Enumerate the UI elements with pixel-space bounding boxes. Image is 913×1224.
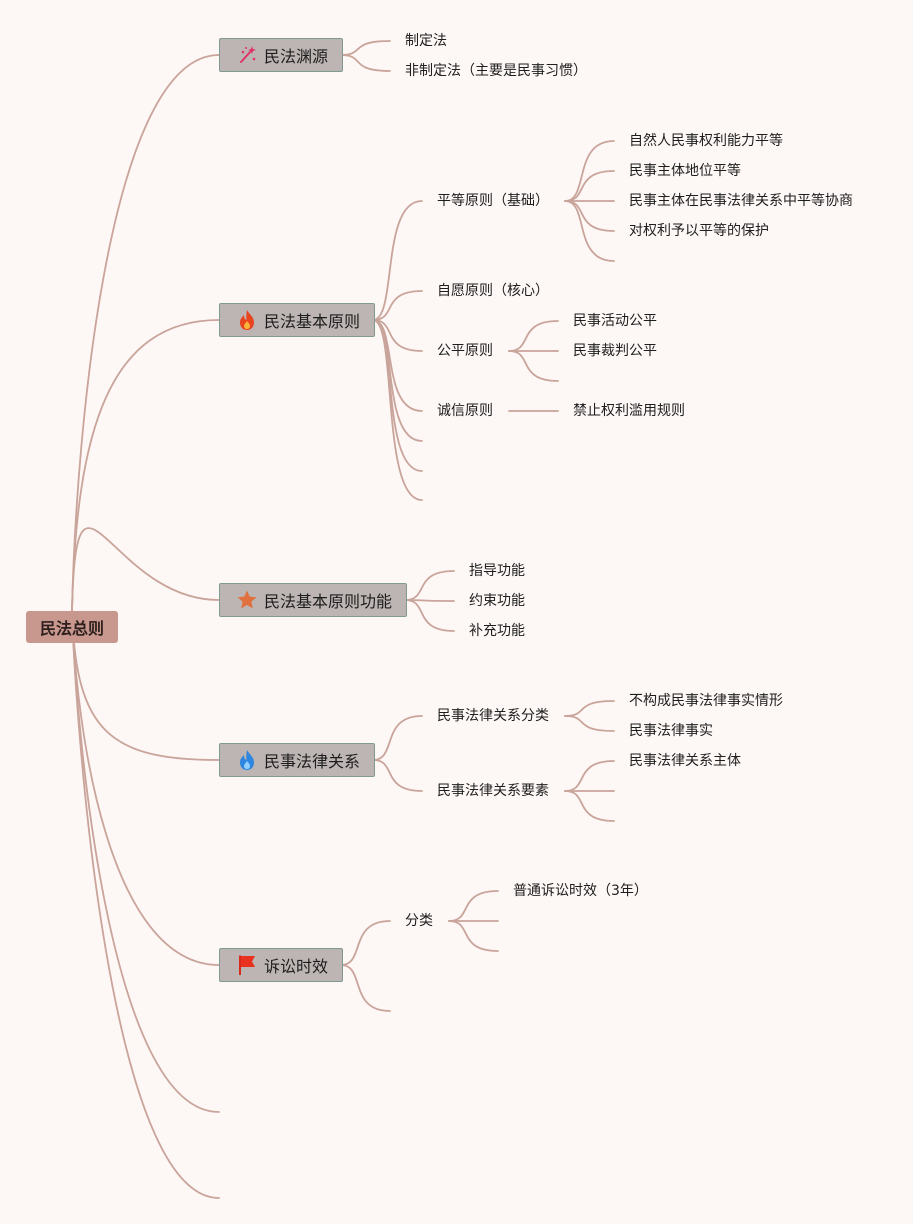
leaf-guiding-function[interactable]: 指导功能: [469, 563, 525, 579]
subtopic-equality-principle[interactable]: 平等原则（基础）: [437, 193, 549, 209]
branch-connector: [564, 760, 615, 792]
root-connector: [71, 54, 220, 612]
subtopic-non-statutory-law[interactable]: 非制定法（主要是民事习惯）: [405, 63, 587, 79]
branch-connector: [404, 599, 455, 632]
branch-connector: [564, 170, 615, 202]
branch-connector: [340, 40, 391, 56]
branch-connector: [564, 715, 615, 732]
branch-connector: [564, 140, 615, 202]
sparkle-wand-icon: [236, 44, 258, 66]
subtopic-relation-classification[interactable]: 民事法律关系分类: [437, 708, 549, 724]
topic-label: 民法基本原则功能: [264, 592, 393, 611]
branch-connector: [372, 319, 423, 412]
root-connector: [71, 610, 220, 1113]
branch-connector: [508, 320, 559, 352]
topic-basic-principles[interactable]: 民法基本原则: [219, 303, 376, 337]
subtopic-classification[interactable]: 分类: [405, 913, 433, 929]
topic-label: 民事法律关系: [264, 752, 361, 771]
leaf-natural-person-equality[interactable]: 自然人民事权利能力平等: [629, 133, 783, 149]
branch-connector: [564, 790, 615, 822]
topic-civil-law-sources[interactable]: 民法渊源: [219, 38, 344, 72]
branch-connector: [340, 964, 391, 1012]
root-topic-label: 民法总则: [39, 619, 104, 638]
root-connector: [71, 610, 220, 966]
leaf-equal-protection[interactable]: 对权利予以平等的保护: [629, 223, 769, 239]
leaf-supplementary-function[interactable]: 补充功能: [469, 623, 525, 639]
topic-civil-legal-relations[interactable]: 民事法律关系: [219, 743, 376, 777]
leaf-ordinary-limitation[interactable]: 普通诉讼时效（3年）: [513, 883, 648, 899]
topic-label: 诉讼时效: [264, 957, 329, 976]
branch-connector: [564, 200, 615, 232]
blue-flame-icon: [236, 749, 258, 771]
branch-connector: [404, 570, 455, 601]
branch-connector: [340, 920, 391, 966]
red-flag-icon: [236, 954, 258, 976]
star-icon: [236, 589, 258, 611]
topic-label: 民法基本原则: [264, 312, 361, 331]
branch-connector: [340, 54, 391, 72]
branch-connector: [372, 200, 423, 321]
topic-limitation-of-action[interactable]: 诉讼时效: [219, 948, 344, 982]
branch-connector: [564, 700, 615, 717]
branch-connector: [372, 290, 423, 321]
branch-connector: [372, 715, 423, 761]
leaf-constraining-function[interactable]: 约束功能: [469, 593, 525, 609]
leaf-equal-negotiation[interactable]: 民事主体在民事法律关系中平等协商: [629, 193, 853, 209]
root-connector: [71, 610, 220, 1199]
root-connector: [71, 319, 220, 612]
leaf-abuse-of-rights-rule[interactable]: 禁止权利滥用规则: [573, 403, 685, 419]
subtopic-voluntariness-principle[interactable]: 自愿原则（核心）: [437, 283, 549, 299]
root-topic[interactable]: 民法总则: [26, 611, 118, 643]
branch-connector: [372, 759, 423, 792]
topic-principle-functions[interactable]: 民法基本原则功能: [219, 583, 408, 617]
leaf-subject-status-equality[interactable]: 民事主体地位平等: [629, 163, 741, 179]
leaf-civil-legal-facts[interactable]: 民事法律事实: [629, 723, 713, 739]
root-connector: [71, 527, 220, 612]
subtopic-statutory-law[interactable]: 制定法: [405, 33, 447, 49]
branch-connector: [448, 920, 499, 952]
branch-connector: [448, 890, 499, 922]
subtopic-fairness-principle[interactable]: 公平原则: [437, 343, 493, 359]
topic-label: 民法渊源: [264, 47, 329, 66]
branch-connector: [564, 200, 615, 262]
branch-connector: [372, 319, 423, 501]
leaf-fair-civil-activity[interactable]: 民事活动公平: [573, 313, 657, 329]
subtopic-good-faith-principle[interactable]: 诚信原则: [437, 403, 493, 419]
subtopic-relation-elements[interactable]: 民事法律关系要素: [437, 783, 549, 799]
branch-connector: [372, 319, 423, 472]
fire-icon: [236, 309, 258, 331]
branch-connector: [372, 319, 423, 352]
branch-connector: [508, 350, 559, 382]
leaf-fair-adjudication[interactable]: 民事裁判公平: [573, 343, 657, 359]
leaf-non-legal-fact-situations[interactable]: 不构成民事法律事实情形: [629, 693, 783, 709]
branch-connector: [372, 319, 423, 442]
leaf-relation-subject[interactable]: 民事法律关系主体: [629, 753, 741, 769]
